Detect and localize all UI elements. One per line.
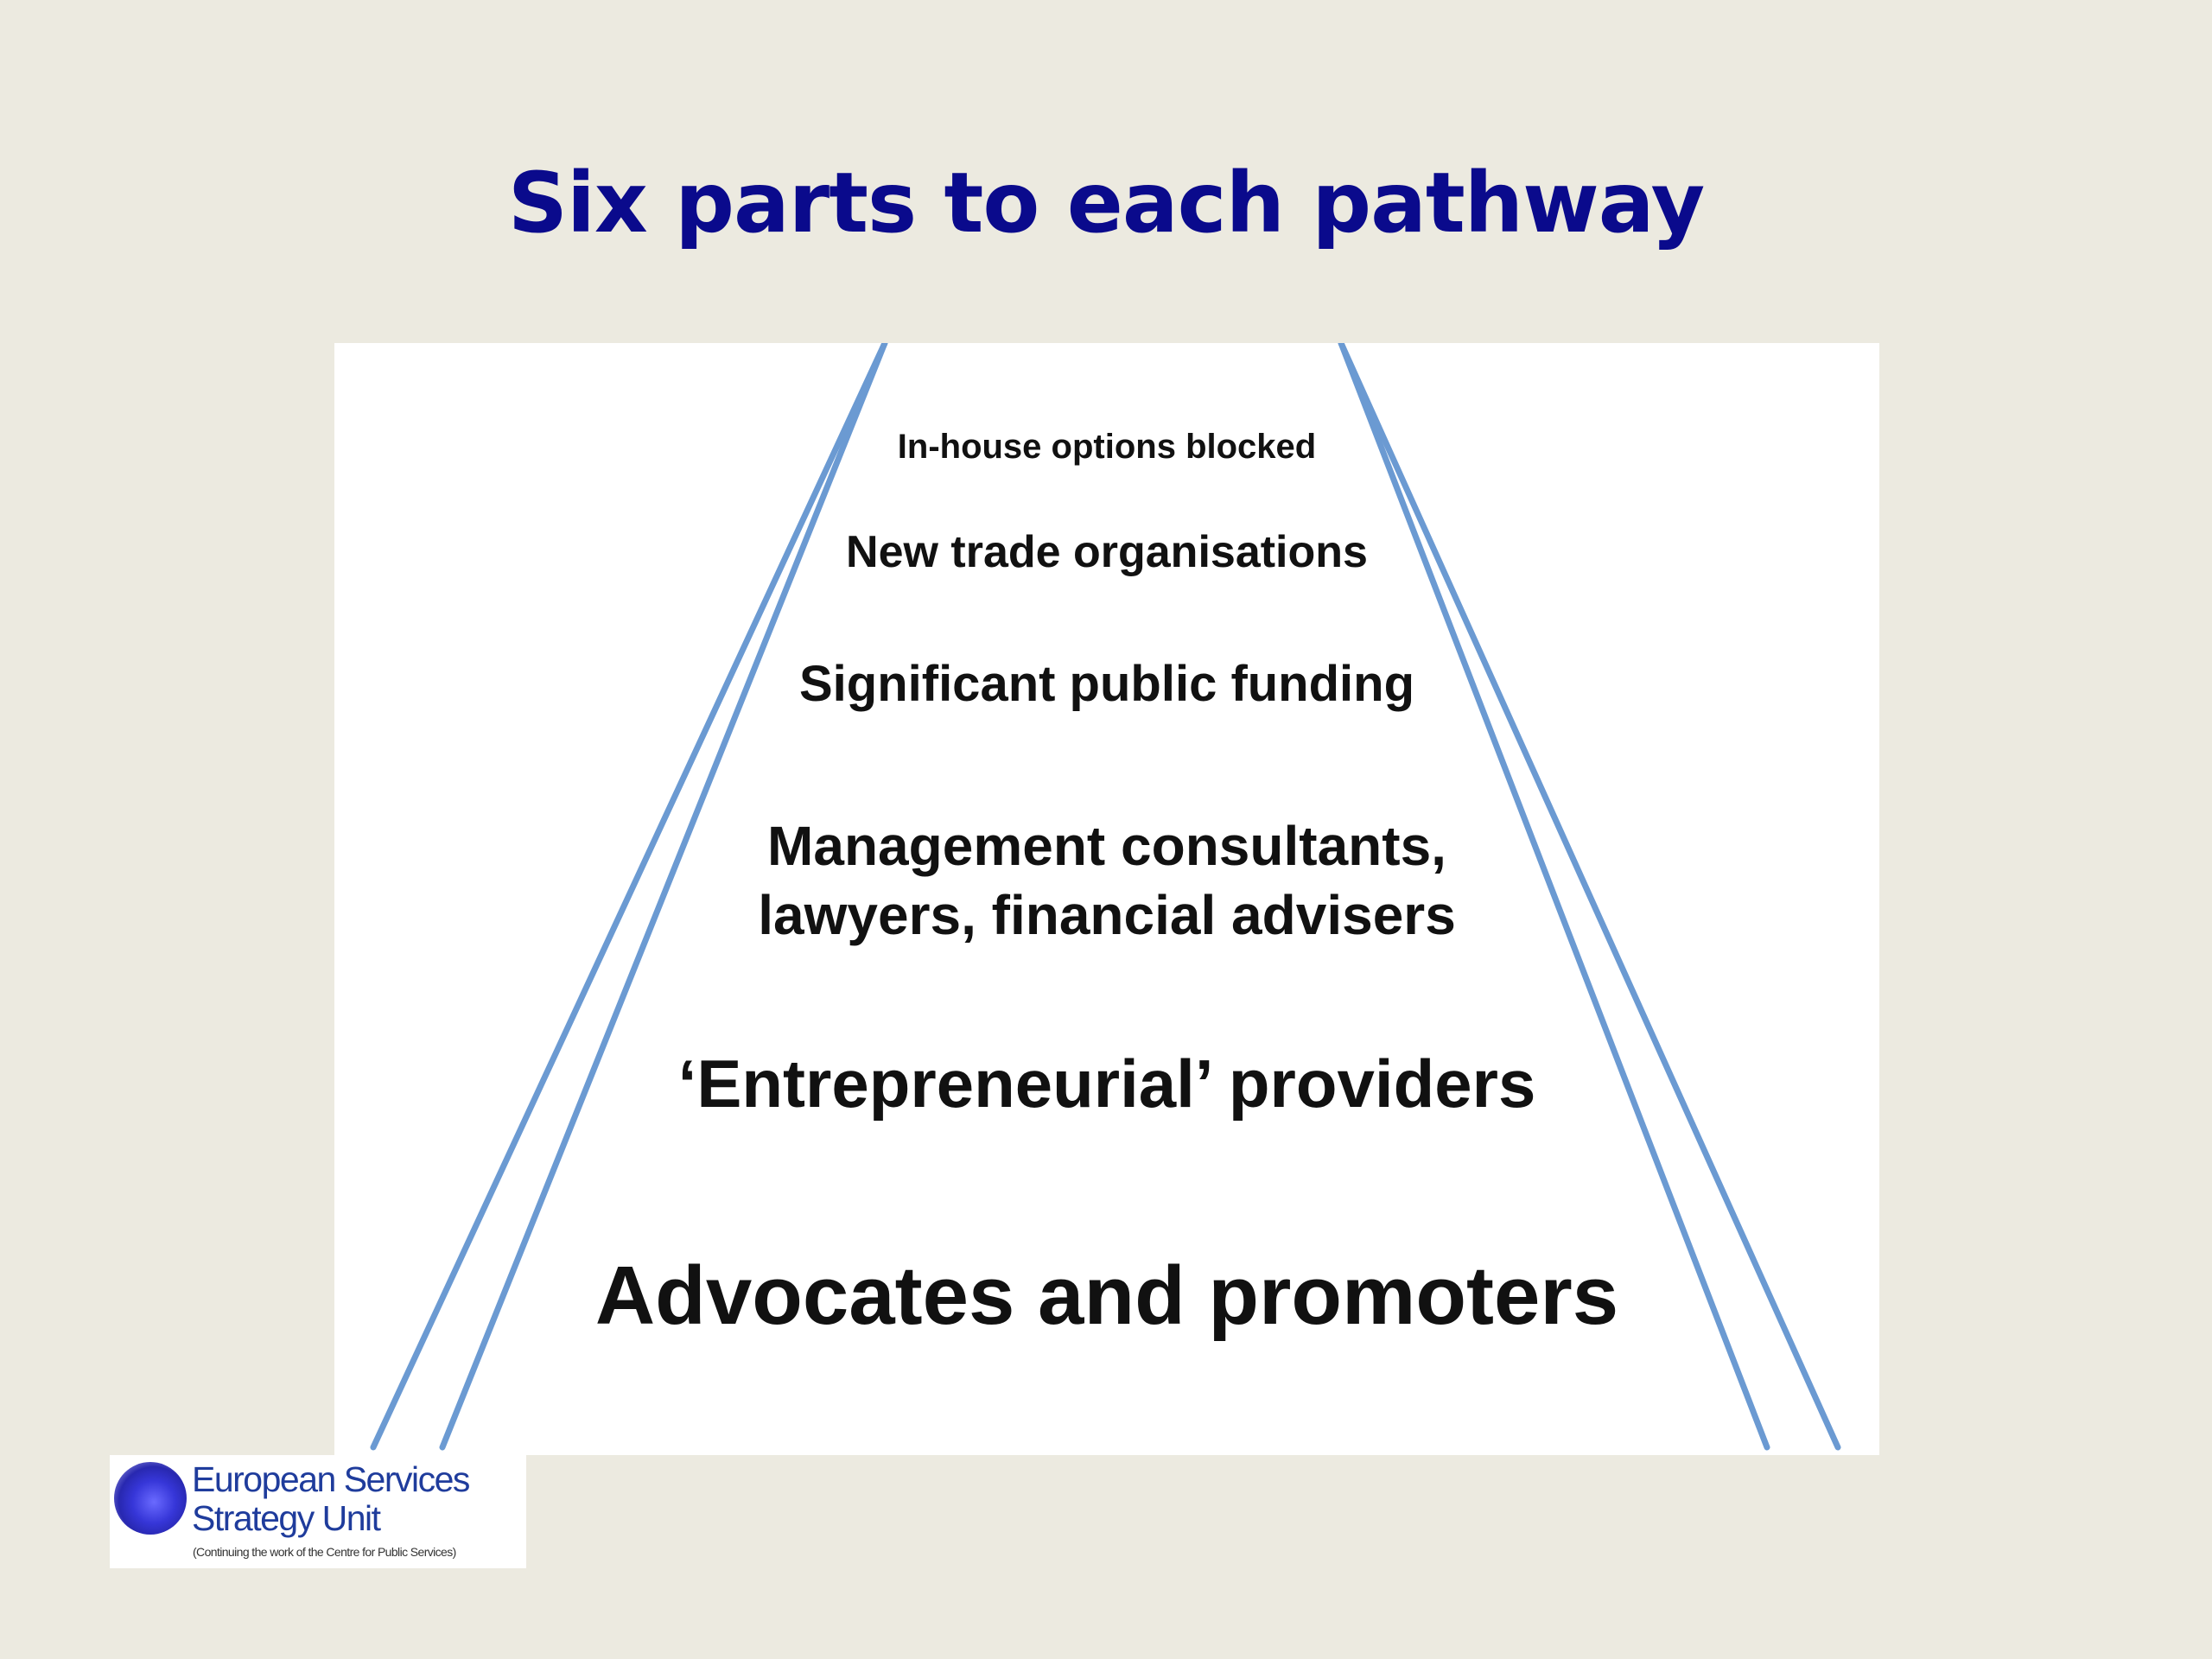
pyramid-layer-4-line-1: Management consultants, — [767, 815, 1446, 877]
pyramid-layer-4-line-2: lawyers, financial advisers — [758, 884, 1456, 946]
pyramid-left-inner-line — [439, 343, 888, 1451]
logo-tagline: (Continuing the work of the Centre for P… — [193, 1545, 456, 1559]
pyramid-layer-3-label: Significant public funding — [798, 656, 1415, 712]
pyramid-layer-6-label: Advocates and promoters — [594, 1249, 1619, 1342]
pyramid-layer-2-label: New trade organisations — [846, 527, 1368, 577]
pyramid-left-outer-line — [370, 343, 888, 1451]
logo-name-line-1: European Services — [192, 1459, 470, 1499]
pyramid-outline — [370, 343, 1841, 1451]
pyramid-layer-1-label: In-house options blocked — [897, 428, 1317, 466]
pyramid-diagram: In-house options blocked New trade organ… — [334, 343, 1879, 1455]
pyramid-layer-5-label: ‘Entrepreneurial’ providers — [677, 1046, 1536, 1122]
globe-logo-icon — [114, 1462, 187, 1535]
esu-logo: European Services Strategy Unit (Continu… — [110, 1455, 526, 1568]
pyramid-layer-4-label: Management consultants, lawyers, financi… — [334, 811, 1879, 950]
pyramid-right-outer-line — [1338, 343, 1841, 1451]
pyramid-right-inner-line — [1338, 343, 1770, 1451]
slide-title: Six parts to each pathway — [507, 155, 1705, 251]
logo-name-line-2: Strategy Unit — [192, 1498, 381, 1538]
